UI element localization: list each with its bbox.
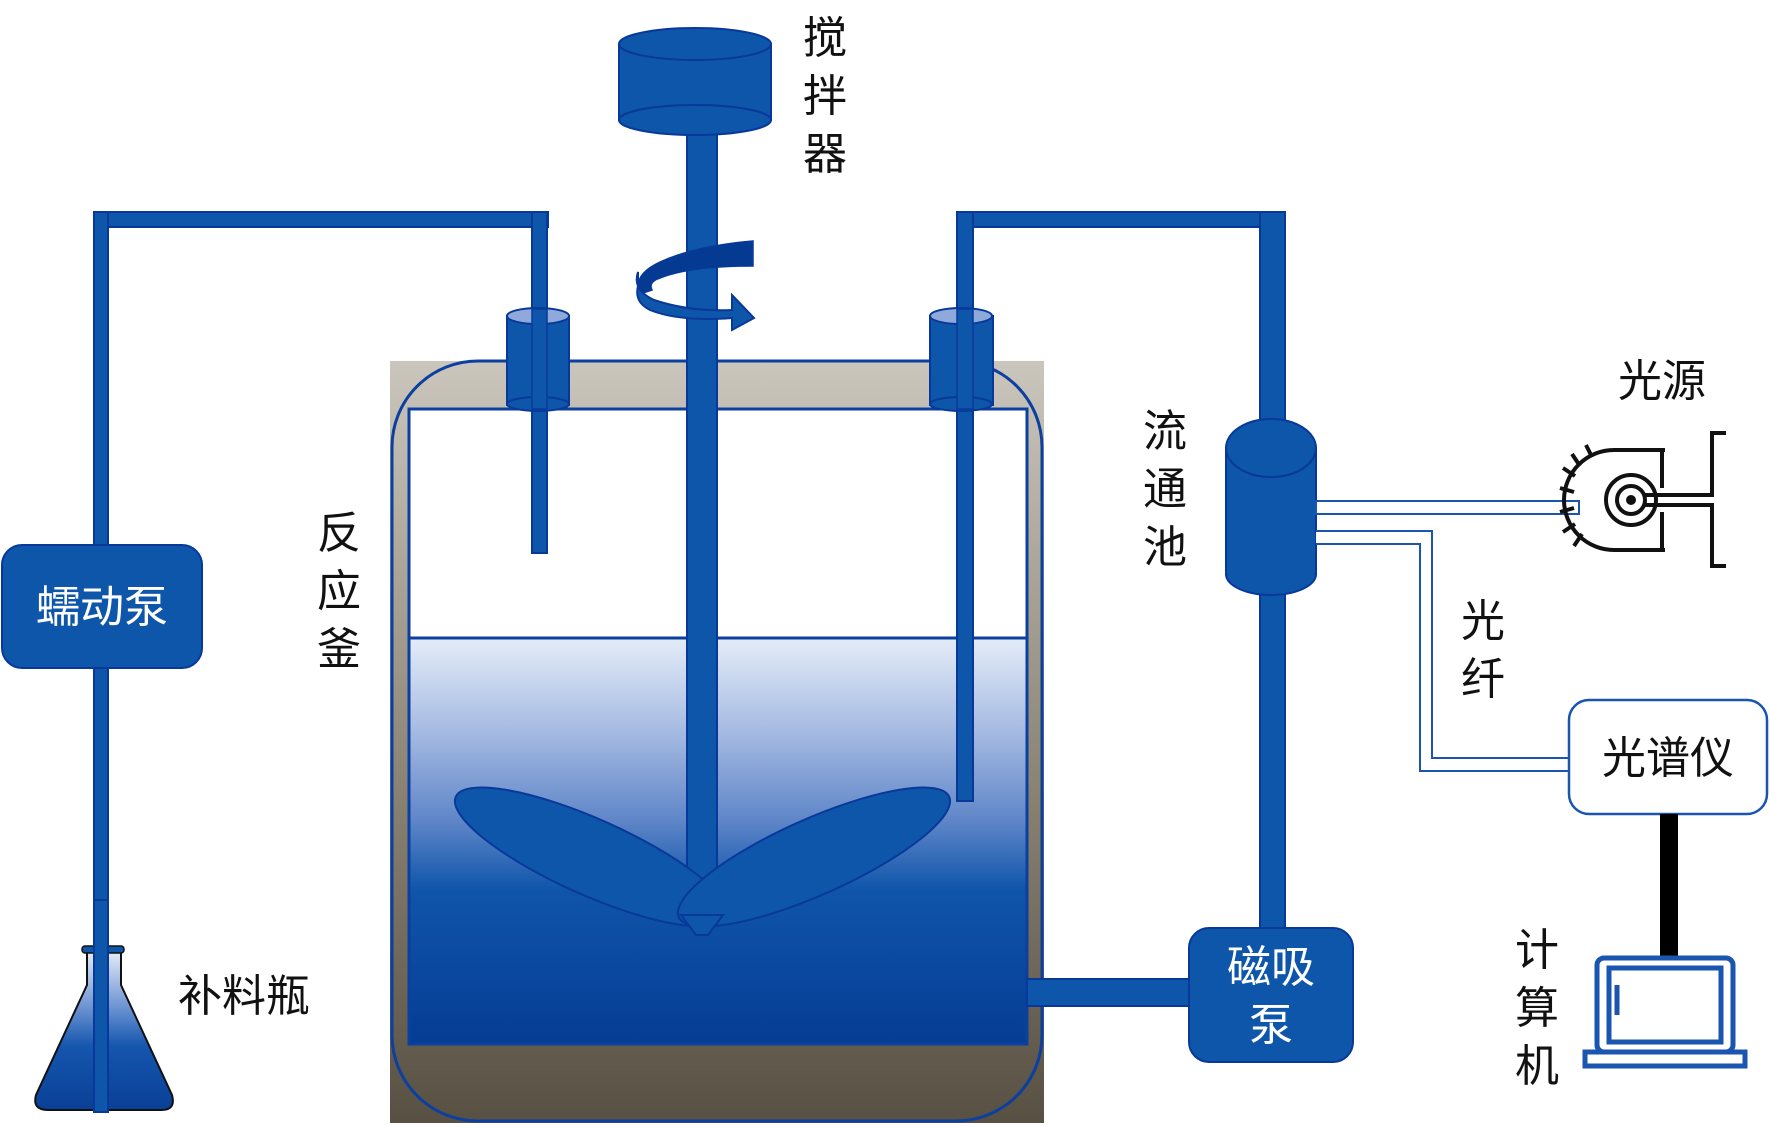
stirrer-label: 搅 拌 器 [801, 10, 849, 184]
flow-cell [1225, 418, 1317, 596]
flow-cell-label-char: 通 [1143, 464, 1187, 516]
feed-bottle-label: 补料瓶 [178, 971, 310, 1022]
flow-cell-label-char: 池 [1143, 522, 1187, 574]
light-source-icon [1559, 431, 1726, 568]
spectrometer-label: 光谱仪 [1602, 733, 1734, 784]
optical-fiber-label-char: 光 [1461, 596, 1505, 647]
peristaltic-pump: 蠕动泵 [1, 544, 203, 669]
optical-fiber-label: 光 纤 [1459, 593, 1507, 709]
stirrer-label-char: 搅 [803, 13, 847, 64]
computer-cable [1660, 814, 1678, 959]
feed-bottle-flask-icon [34, 899, 174, 1113]
magnetic-pump: 磁吸 泵 [1026, 927, 1354, 1063]
magnetic-pump-label-line2: 泵 [1249, 1000, 1293, 1051]
flow-cell-label: 流 通 池 [1141, 403, 1189, 577]
reactor-label-char: 反 [317, 508, 361, 559]
reactor-label: 反 应 釜 [315, 505, 363, 679]
optical-fiber-label-char: 纤 [1461, 654, 1505, 706]
reactor-label-char: 应 [317, 566, 361, 618]
impeller-hub [679, 914, 725, 936]
left-port-fitting [506, 307, 570, 412]
stirrer [453, 27, 952, 936]
computer-label-char: 算 [1515, 983, 1559, 1035]
spectrometer: 光谱仪 [1567, 698, 1769, 816]
flow-cell-label-char: 流 [1143, 406, 1187, 457]
computer-label-char: 机 [1515, 1041, 1559, 1093]
stirrer-label-char: 器 [803, 129, 847, 181]
computer-label-char: 计 [1515, 925, 1559, 976]
rotation-arrow-icon [635, 240, 756, 332]
peristaltic-pump-label: 蠕动泵 [36, 582, 168, 633]
stirrer-label-char: 拌 [803, 71, 847, 123]
reactor-label-char: 釜 [317, 624, 361, 676]
light-source-label: 光源 [1618, 356, 1706, 407]
laptop-icon [1582, 955, 1748, 1069]
right-port-fitting [929, 307, 994, 412]
magnetic-pump-label-line1: 磁吸 [1227, 942, 1315, 993]
optical-fiber [1315, 500, 1580, 772]
impeller-blade-right [676, 786, 952, 928]
computer-label: 计 算 机 [1513, 922, 1561, 1096]
